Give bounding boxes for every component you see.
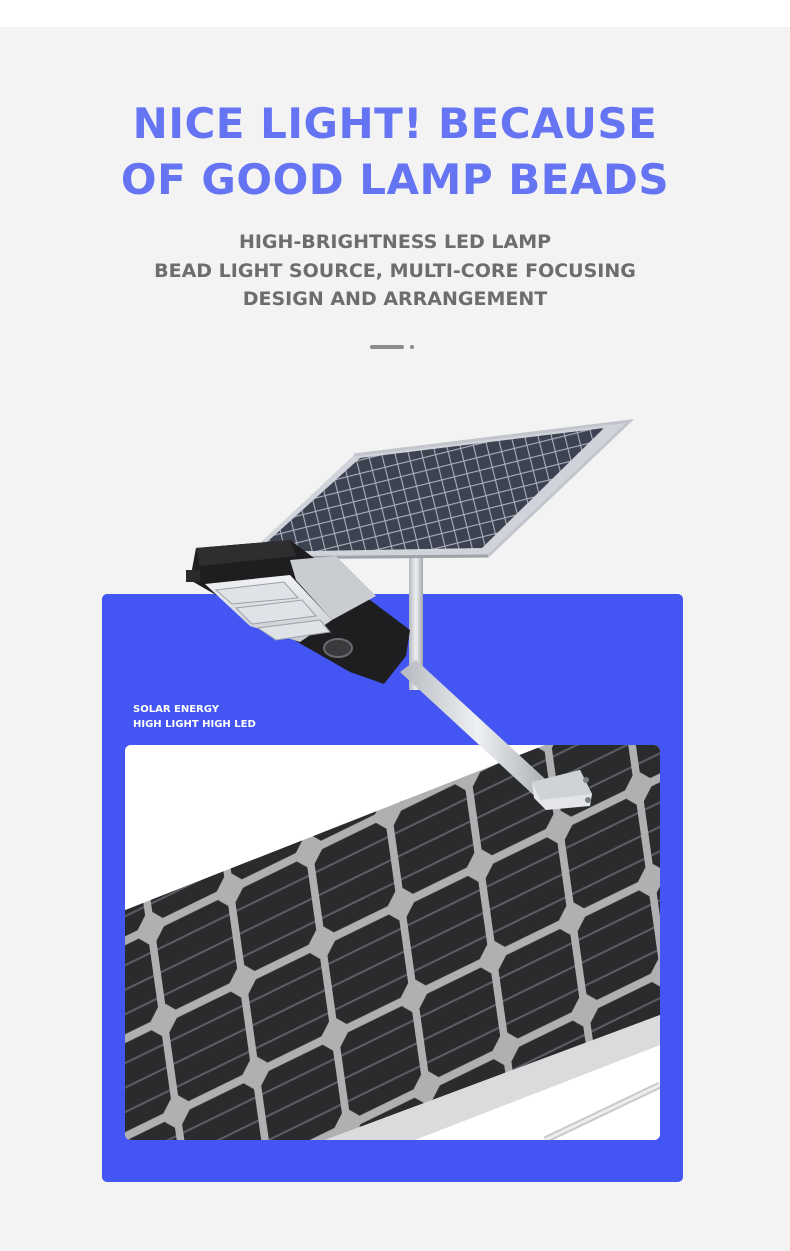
caption-line-1: SOLAR ENERGY bbox=[133, 704, 219, 715]
indicator-dash bbox=[370, 345, 404, 349]
indicator-dot bbox=[410, 345, 414, 349]
caption-line-2: HIGH LIGHT HIGH LED bbox=[133, 719, 256, 730]
subheadline-line-3: DESIGN AND ARRANGEMENT bbox=[242, 288, 548, 310]
subheadline-line-2: BEAD LIGHT SOURCE, MULTI-CORE FOCUSING bbox=[154, 259, 636, 282]
subheadline-line-1: HIGH-BRIGHTNESS LED LAMP bbox=[238, 231, 552, 253]
headline-line-1: NICE LIGHT! BECAUSE bbox=[132, 99, 658, 148]
headline-line-2: OF GOOD LAMP BEADS bbox=[120, 155, 670, 204]
solar-cell-closeup-graphic bbox=[125, 745, 660, 1140]
card-caption: SOLAR ENERGY HIGH LIGHT HIGH LED bbox=[133, 702, 256, 732]
subheadline: HIGH-BRIGHTNESS LED LAMP BEAD LIGHT SOUR… bbox=[0, 228, 790, 314]
solar-cell-closeup bbox=[125, 745, 660, 1140]
headline: NICE LIGHT! BECAUSE OF GOOD LAMP BEADS bbox=[0, 96, 790, 208]
